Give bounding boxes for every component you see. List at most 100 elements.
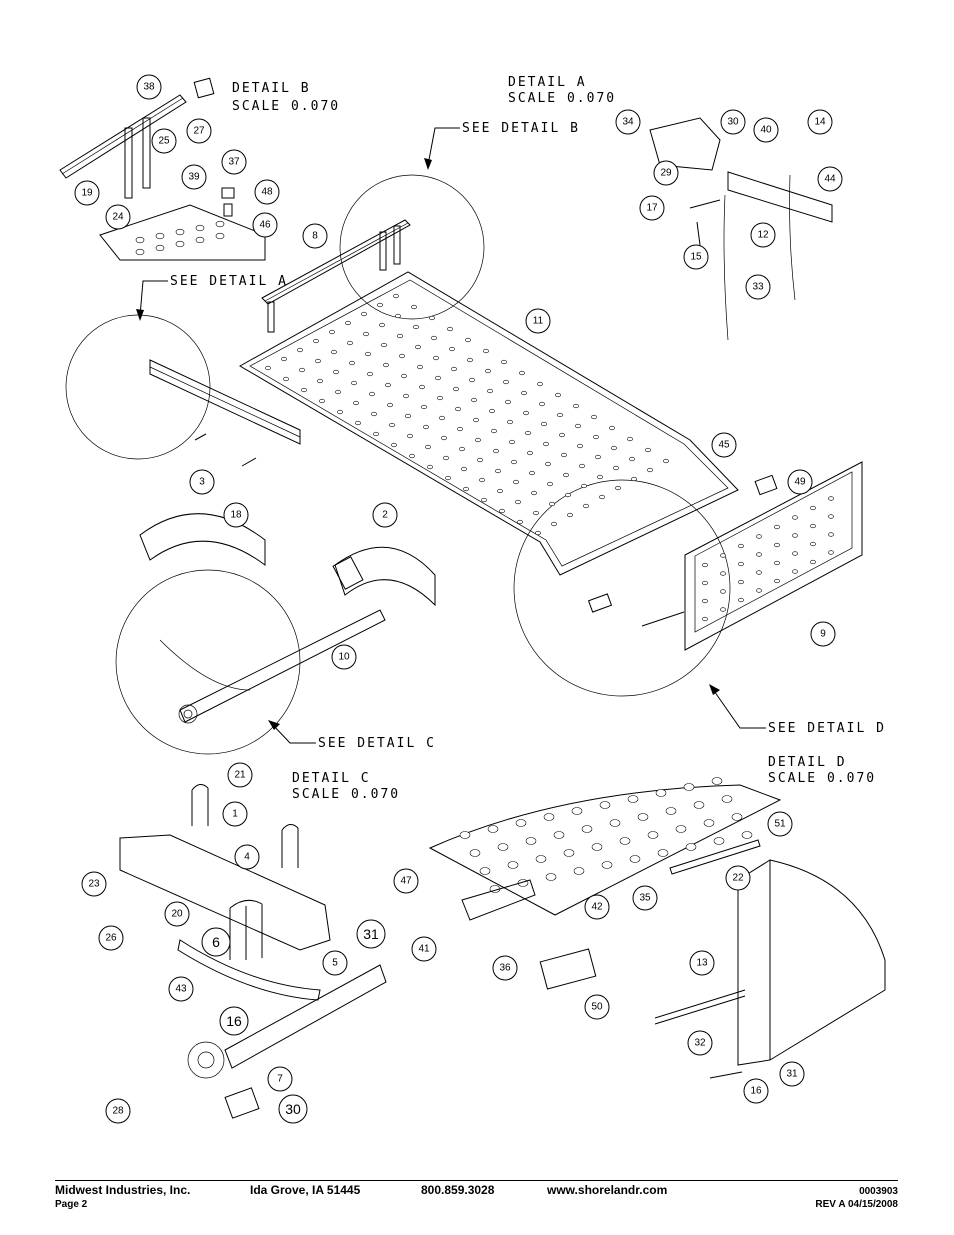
- deck-hole: [828, 550, 834, 555]
- deck-hole: [461, 466, 467, 472]
- callout-40: 40: [760, 125, 772, 136]
- company-website: www.shorelandr.com: [547, 1183, 668, 1197]
- deck-hole: [377, 302, 383, 308]
- callout-36: 36: [499, 963, 511, 974]
- detail-a-drawing: [649, 117, 833, 341]
- callout-48-circle: [254, 179, 280, 205]
- callout-7: 7: [277, 1074, 283, 1085]
- callout-48: 48: [261, 187, 273, 198]
- detail-b-drawing: [59, 77, 266, 261]
- callout-43: 43: [175, 984, 187, 995]
- deck-hole: [397, 333, 403, 339]
- page-footer: Midwest Industries, Inc. Ida Grove, IA 5…: [55, 1180, 898, 1210]
- detail-d-drawing: [428, 777, 886, 1079]
- deck-hole: [487, 388, 493, 394]
- see-detail-a-leader: [139, 280, 168, 317]
- callout-17: 17: [646, 203, 658, 214]
- callout-45-circle: [711, 432, 737, 458]
- detail-a-scale: SCALE 0.070: [508, 91, 616, 106]
- callout-20: 20: [171, 909, 183, 920]
- callout-39-circle: [181, 164, 207, 190]
- deck-hole: [828, 496, 834, 501]
- callout-45: 45: [718, 440, 730, 451]
- callout-35-circle: [632, 885, 658, 911]
- deck-hole: [485, 368, 491, 374]
- deck-hole: [497, 488, 503, 494]
- deck-hole: [539, 401, 545, 407]
- deck-hole: [413, 324, 419, 330]
- deck-hole: [331, 349, 337, 355]
- deck-hole: [675, 825, 687, 833]
- deck-hole: [515, 499, 521, 505]
- deck-hole: [551, 521, 557, 527]
- deck-hole: [647, 831, 659, 839]
- deck-hole: [329, 329, 335, 335]
- deck-hole: [731, 813, 743, 821]
- deck-hole: [543, 813, 555, 821]
- callout-28-circle: [105, 1098, 131, 1124]
- deck-hole: [537, 381, 543, 387]
- deck-hole: [599, 801, 611, 809]
- callout-30: 30: [727, 117, 739, 128]
- deck-hole: [599, 494, 605, 500]
- deck-hole: [195, 224, 205, 232]
- deck-hole: [481, 497, 487, 503]
- see-detail-b-leader: [427, 127, 460, 166]
- callout-14: 14: [814, 117, 826, 128]
- detail-d-title: DETAIL D: [768, 755, 847, 770]
- deck-hole: [437, 395, 443, 401]
- deck-hole: [265, 365, 271, 371]
- callout-26: 26: [105, 933, 117, 944]
- deck-hole: [473, 417, 479, 423]
- deck-hole: [647, 467, 653, 473]
- deck-hole: [283, 376, 289, 382]
- callout-26-circle: [98, 925, 124, 951]
- detail-b-circle: [339, 174, 485, 320]
- deck-hole: [379, 322, 385, 328]
- deck-hole: [581, 483, 587, 489]
- callout-24: 24: [112, 212, 124, 223]
- callout-18: 18: [230, 510, 242, 521]
- callout-12: 12: [757, 230, 769, 241]
- callout-20-circle: [164, 901, 190, 927]
- callout-37-circle: [221, 149, 247, 175]
- exploded-parts-drawing: DETAIL B SCALE 0.070 DETAIL A SCALE 0.07…: [59, 74, 886, 1124]
- callout-11: 11: [533, 316, 544, 327]
- callout-12-circle: [750, 222, 776, 248]
- callout-44-circle: [817, 166, 843, 192]
- callout-28: 28: [112, 1106, 124, 1117]
- deck-hole: [175, 228, 185, 236]
- deck-hole: [533, 510, 539, 516]
- callout-15: 15: [690, 252, 702, 263]
- deck-hole: [455, 406, 461, 412]
- deck-hole: [507, 861, 519, 869]
- deck-hole: [411, 304, 417, 310]
- deck-hole: [503, 379, 509, 385]
- deck-hole: [433, 355, 439, 361]
- deck-hole: [407, 433, 413, 439]
- detail-c-drawing: [119, 784, 387, 1119]
- deck-hole: [135, 236, 145, 244]
- see-detail-d-label: SEE DETAIL D: [768, 721, 886, 736]
- deck-hole: [702, 598, 708, 604]
- deck-hole: [507, 419, 513, 425]
- deck-hole: [627, 436, 633, 442]
- deck-hole: [175, 240, 185, 248]
- deck-hole: [597, 474, 603, 480]
- callout-22-circle: [725, 865, 751, 891]
- callout-43-circle: [168, 976, 194, 1002]
- callout-6-circle: [201, 927, 231, 957]
- deck-hole: [810, 523, 816, 529]
- deck-hole: [479, 477, 485, 483]
- deck-hole: [463, 486, 469, 492]
- callout-40-circle: [753, 117, 779, 143]
- deck-hole: [425, 444, 431, 450]
- deck-hole: [792, 515, 798, 520]
- callout-17-circle: [639, 195, 665, 221]
- deck-hole: [403, 393, 409, 399]
- deck-hole: [155, 232, 165, 240]
- deck-hole: [609, 425, 615, 431]
- callout-42-circle: [584, 894, 610, 920]
- deck-hole: [543, 441, 549, 447]
